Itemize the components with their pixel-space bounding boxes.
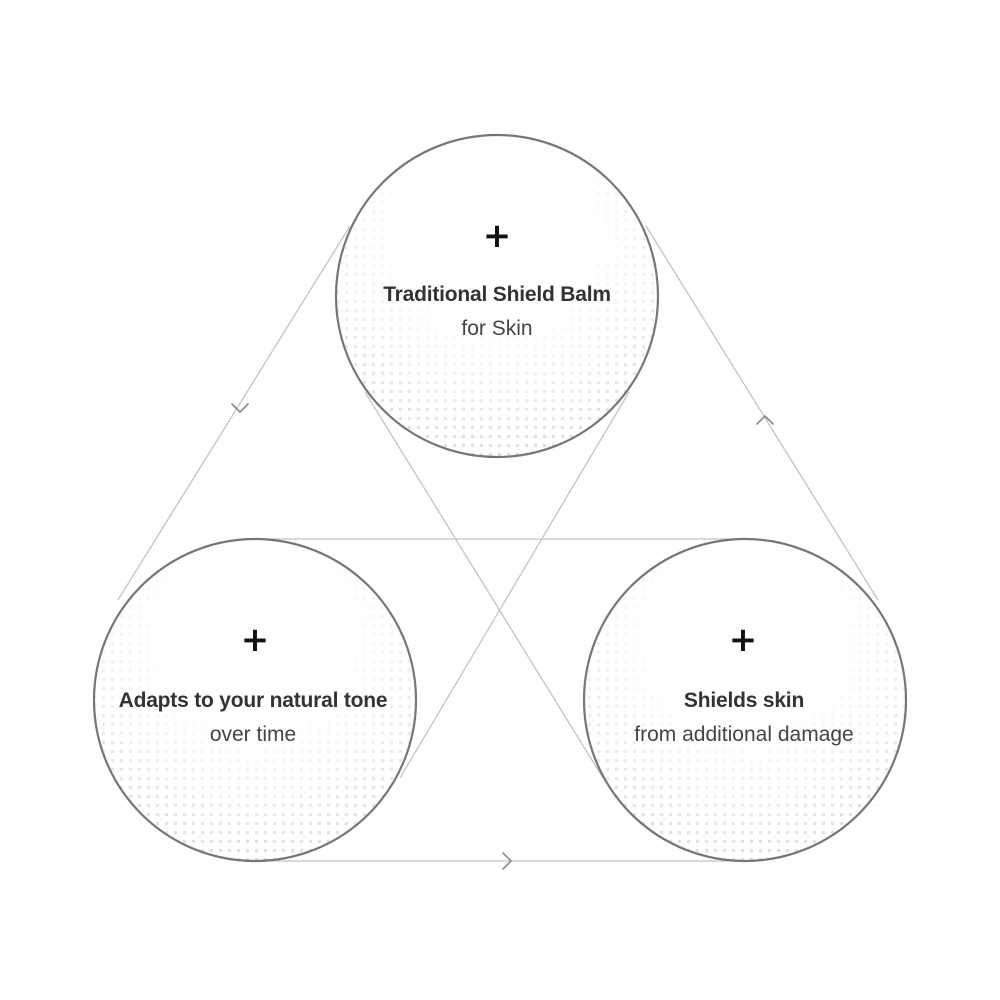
connector-top-right-outer	[645, 225, 879, 601]
connector-lines	[117, 225, 879, 862]
plus-icon: +	[728, 620, 758, 660]
plus-icon: +	[482, 216, 512, 256]
node-circles	[92, 133, 908, 863]
chevron-right-icon	[502, 852, 512, 870]
node-top-title: Traditional Shield Balm	[383, 283, 611, 306]
node-circle-left	[92, 537, 418, 863]
node-circle-right	[582, 537, 908, 863]
halftone-top	[336, 135, 658, 457]
node-left-subtitle: over time	[209, 723, 297, 746]
halftone-left	[94, 539, 416, 861]
node-left-title: Adapts to your natural tone	[118, 689, 388, 712]
halftone-right	[584, 539, 906, 861]
connector-top-to-right-cross	[364, 391, 604, 779]
plus-icon: +	[240, 620, 270, 660]
chevron-down-icon	[231, 403, 249, 413]
node-top-subtitle: for Skin	[461, 317, 533, 340]
node-right-subtitle: from additional damage	[634, 723, 854, 746]
node-right-label: Shields skin from additional damage	[579, 687, 909, 749]
node-circle-top	[334, 133, 660, 459]
halftone-textures	[94, 135, 906, 861]
node-right-title: Shields skin	[683, 689, 805, 712]
chevron-up-icon	[756, 415, 774, 425]
node-top-label: Traditional Shield Balm for Skin	[332, 281, 662, 343]
node-left-label: Adapts to your natural tone over time	[88, 687, 418, 749]
connector-top-left-outer	[117, 225, 351, 601]
connector-top-to-left-cross	[399, 391, 630, 779]
